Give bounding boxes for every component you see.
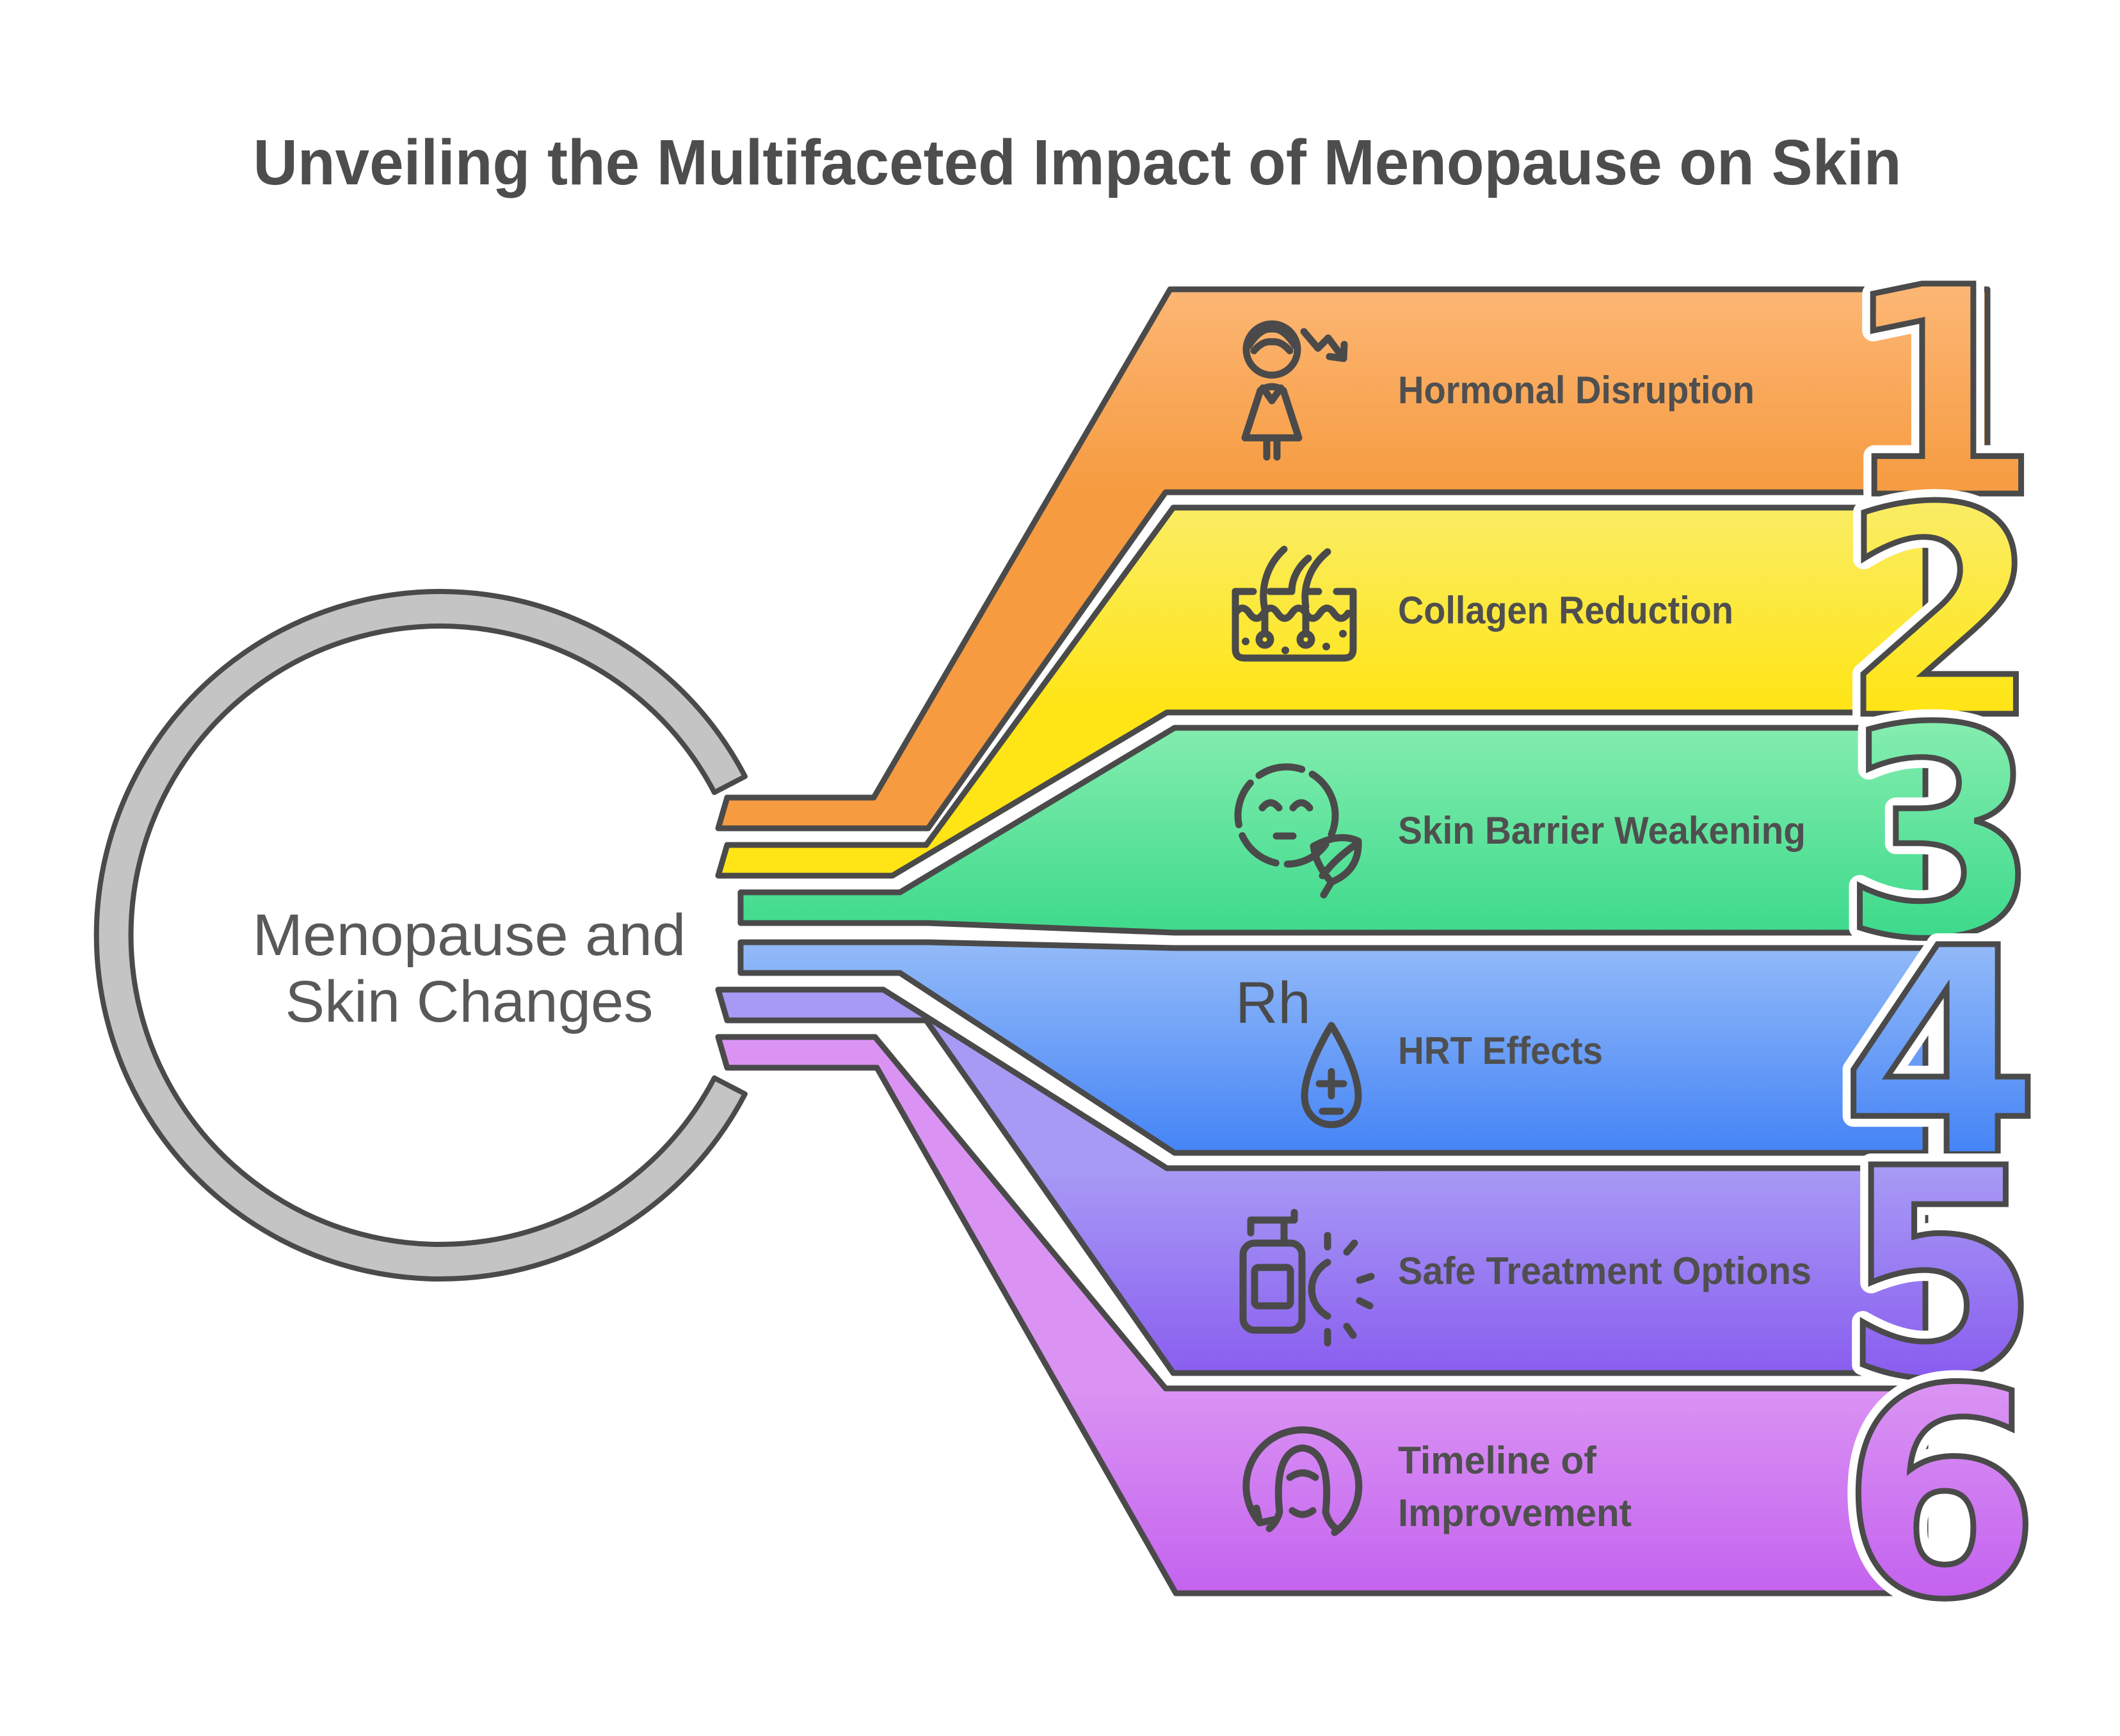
rh-droplet-icon: Rh — [1235, 970, 1362, 1129]
band-label: HRT Effects — [1398, 1029, 1603, 1072]
band-number: 6 — [1840, 1328, 2041, 1663]
center-ring-label-line2: Skin Changes — [285, 969, 654, 1034]
band-label: Safe Treatment Options — [1398, 1250, 1811, 1292]
band-number: 4 — [1840, 887, 2041, 1223]
face-leaf-icon — [1234, 763, 1362, 899]
band-shape — [715, 286, 1991, 832]
band-label: Skin Barrier Weakening — [1398, 809, 1806, 852]
band-shape — [715, 1034, 1929, 1596]
band-collagen-reduction: Collagen Reduction 2 2 — [715, 436, 2052, 879]
band-number: 1 — [1840, 227, 2041, 562]
center-ring-label-line1: Menopause and — [253, 903, 686, 968]
skin-cross-section-icon — [1232, 545, 1357, 662]
page-title: Unveiling the Multifaceted Impact of Men… — [253, 127, 1902, 198]
center-ring — [93, 589, 748, 1282]
band-skin-barrier-weakening: Skin Barrier Weakening 3 3 — [737, 656, 2052, 1013]
lotion-pump-sun-icon — [1239, 1209, 1375, 1347]
band-shape — [737, 939, 1929, 1156]
band-label-line1: Timeline of — [1398, 1439, 1597, 1482]
band-label-line2: Improvement — [1398, 1491, 1632, 1534]
woman-renewal-icon — [1242, 1426, 1363, 1536]
band-timeline-of-improvement: Timeline of Improvement 6 6 — [715, 1034, 2052, 1674]
woman-hormone-decline-icon — [1241, 320, 1348, 461]
band-hrt-effects: Rh HRT Effects 4 4 — [737, 876, 2052, 1234]
band-shape — [715, 504, 1929, 879]
band-number-outline: 6 — [1840, 1328, 2041, 1663]
band-label: Hormonal Disruption — [1398, 369, 1755, 412]
band-shape — [715, 986, 1929, 1376]
band-label: Collagen Reduction — [1398, 589, 1733, 632]
rh-label: Rh — [1235, 970, 1311, 1036]
